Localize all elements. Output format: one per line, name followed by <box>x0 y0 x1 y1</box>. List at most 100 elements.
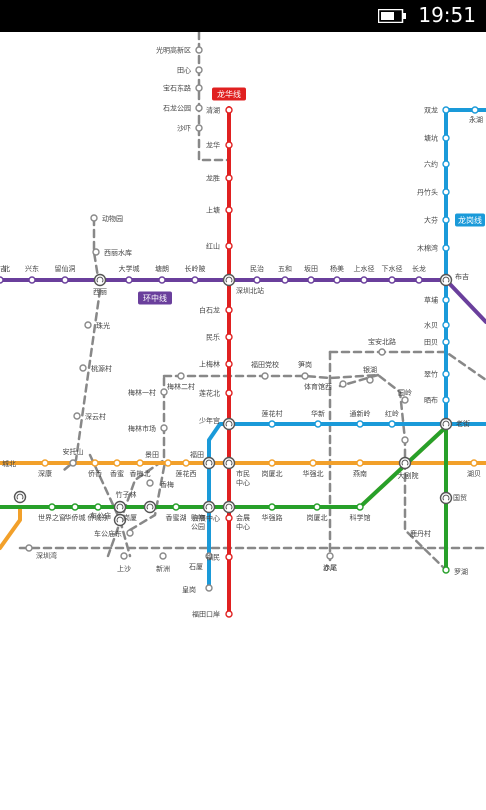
map-label: 西丽 <box>93 288 107 296</box>
station-label: 安托山 <box>63 447 84 456</box>
station-label: 珠光 <box>96 321 110 330</box>
station-label: 深康 <box>38 469 52 478</box>
station-label: 园岭 <box>398 388 412 397</box>
station-dot <box>48 503 56 511</box>
station-label: 世界之窗 <box>38 513 66 522</box>
station-dot <box>309 459 317 467</box>
map-label: 国贸 <box>453 493 467 502</box>
station-dot <box>195 66 203 74</box>
station-dot <box>442 106 450 114</box>
station-label: 布吉 <box>0 264 7 273</box>
map-label: 沙尾 <box>323 564 337 572</box>
transfer-icon <box>13 490 27 504</box>
station-label: 水贝 <box>424 321 438 330</box>
station-dot <box>225 514 233 522</box>
station-label: 上沙 <box>117 564 131 573</box>
station-dot <box>195 104 203 112</box>
station-label: 梅林市场 <box>128 424 156 433</box>
transfer-arrow <box>96 276 104 283</box>
transfer-arrow <box>225 420 233 427</box>
station-dot <box>28 276 36 284</box>
station-dot <box>91 459 99 467</box>
station-dot <box>356 503 364 511</box>
station-label: 民乐 <box>206 333 220 342</box>
station-label: 红岭 <box>385 409 399 418</box>
station-dot <box>160 388 168 396</box>
station-label: 动物园 <box>102 214 123 223</box>
station-dot <box>225 242 233 250</box>
station-label: 桃源村 <box>91 364 112 373</box>
station-dot <box>225 553 233 561</box>
station-label: 大学城 <box>119 264 140 273</box>
station-dot <box>470 459 478 467</box>
station-markers <box>0 46 479 618</box>
station-dot <box>314 420 322 428</box>
station-label: 莲花村 <box>262 409 283 418</box>
map-label: 少年宫 <box>199 416 220 425</box>
station-label: 华强路 <box>262 513 283 522</box>
transfer-icon <box>439 273 453 287</box>
station-label: 岗厦北 <box>262 470 283 478</box>
pingshan-branch-line <box>62 216 102 472</box>
station-dot <box>360 276 368 284</box>
transfer-icon <box>222 273 236 287</box>
station-label: 晒布 <box>424 396 438 405</box>
station-dot <box>41 459 49 467</box>
station-dot <box>191 276 199 284</box>
station-dot <box>356 459 364 467</box>
station-label: 宝石东路 <box>163 84 191 93</box>
station-dot <box>401 396 409 404</box>
line-badge-bg <box>138 291 172 305</box>
station-label: 留仙洞 <box>55 264 76 273</box>
station-label: 新洲 <box>156 564 170 573</box>
station-label: 杨美 <box>330 264 344 273</box>
station-dot <box>442 370 450 378</box>
station-dot <box>120 552 128 560</box>
station-dot <box>177 372 185 380</box>
station-label: 龙胜 <box>206 174 220 183</box>
station-dot <box>356 420 364 428</box>
station-label: 华新 <box>311 409 325 418</box>
station-label: 体育馆西 <box>304 382 332 391</box>
map-label: 城北 <box>2 460 16 468</box>
station-dot <box>366 376 374 384</box>
transfer-arrow <box>225 276 233 283</box>
station-label: 香蜜湖 <box>166 513 187 522</box>
transfer-arrow <box>205 459 213 466</box>
station-label: 西丽水库 <box>104 248 132 257</box>
transfer-icon <box>93 273 107 287</box>
station-label: 光明高新区 <box>156 46 191 55</box>
transfer-arrow <box>225 503 233 510</box>
station-label: 清湖 <box>206 106 220 115</box>
transfer-arrow <box>16 493 24 500</box>
map-label: 竹子林 <box>116 490 137 499</box>
station-dot <box>69 459 77 467</box>
transfer-icon <box>113 513 127 527</box>
station-dot <box>261 372 269 380</box>
station-dot <box>442 296 450 304</box>
station-dot <box>79 364 87 372</box>
station-dot <box>225 610 233 618</box>
station-label: 下水径 <box>382 264 403 273</box>
station-dot <box>388 420 396 428</box>
station-label: 梅林二村 <box>167 382 195 391</box>
transfer-icon <box>202 500 216 514</box>
station-dot <box>84 321 92 329</box>
station-label: 福田口岸 <box>192 610 220 619</box>
station-dot <box>471 106 479 114</box>
transfer-arrow <box>442 494 450 501</box>
station-dot <box>125 276 133 284</box>
transfer-icon <box>202 456 216 470</box>
map-label: 购物 <box>191 513 205 522</box>
metro-map[interactable]: 清湖龙华龙胜上塘红山白石龙民乐上梅林莲花北会展中心福民福田口岸深圳北站少年宫市民… <box>0 32 486 810</box>
line-badge: 环中线 <box>138 291 172 305</box>
line7-east <box>162 373 448 572</box>
station-label: 坂田 <box>304 264 318 273</box>
map-label: 深圳北站 <box>236 286 264 295</box>
station-label: 景田 <box>145 451 159 459</box>
station-label: 鹿丹村 <box>410 529 431 538</box>
station-label: 丹竹头 <box>417 188 438 197</box>
transfer-arrow <box>116 516 124 523</box>
station-label: 香梅 <box>160 480 174 489</box>
